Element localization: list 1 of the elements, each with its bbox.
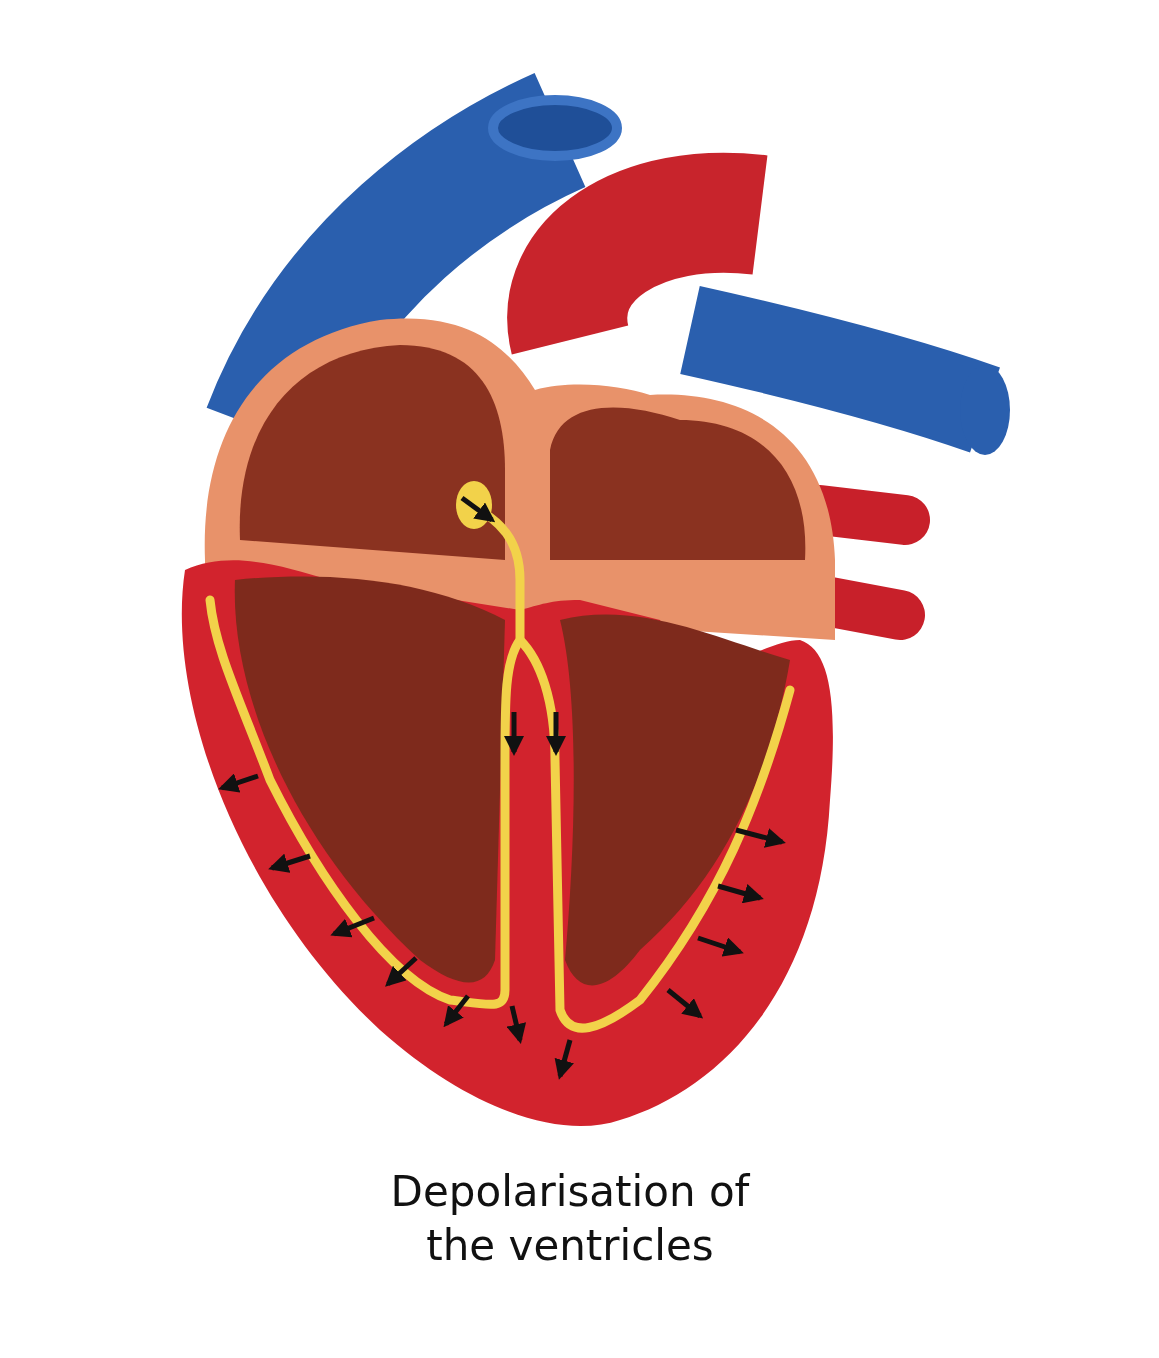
caption: Depolarisation of the ventricles <box>389 1166 751 1272</box>
